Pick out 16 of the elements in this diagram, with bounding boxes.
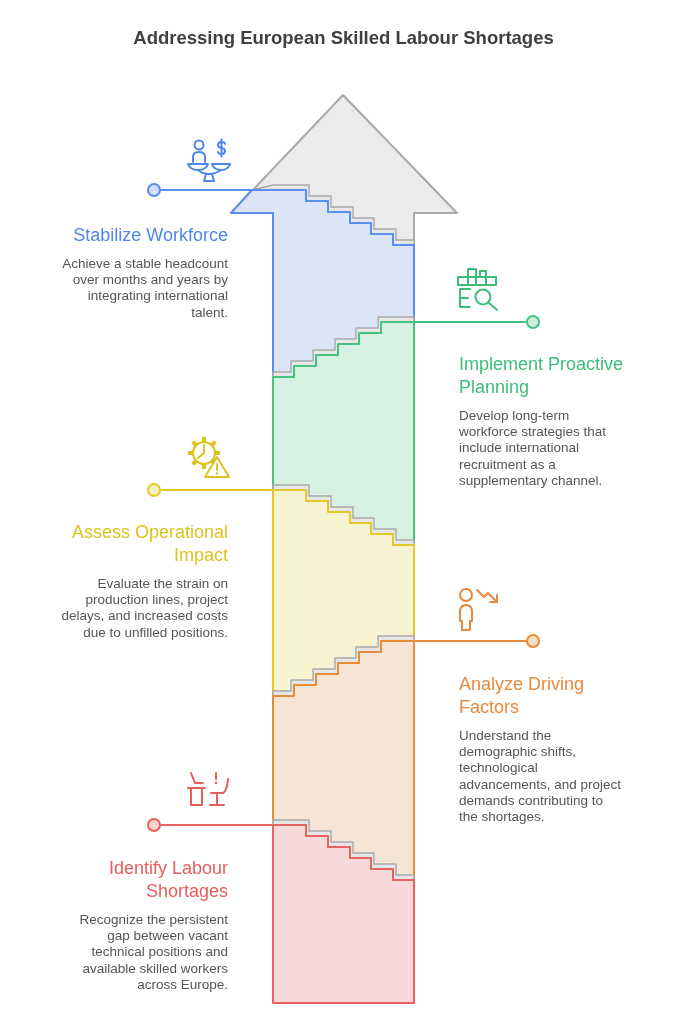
step-description: Achieve a stable headcount over months and years by integrating international talent. xyxy=(61,256,228,321)
step-description: Develop long-term workforce strategies that include international recruitment as a supplementary channel. xyxy=(459,408,608,489)
leader-line xyxy=(413,634,540,648)
leader-line xyxy=(147,183,253,197)
leader-line xyxy=(147,818,274,832)
stair-segment xyxy=(272,819,415,1004)
step-description: Evaluate the strain on production lines, project delays, and increased costs due to unfilled positions. xyxy=(60,576,228,641)
step-description: Understand the demographic shifts, technological advancements, and project demands contributing to the shortages. xyxy=(459,728,623,826)
step-heading: Implement Proactive Planning xyxy=(459,353,625,399)
step-heading: Identify Labour Shortages xyxy=(107,857,228,903)
diagram-title: Addressing European Skilled Labour Shortages xyxy=(132,27,555,49)
step-heading: Assess Operational Impact xyxy=(70,521,228,567)
step-heading: Analyze Driving Factors xyxy=(459,673,586,719)
step-description: Recognize the persistent gap between vacant technical positions and available skilled workers across Europe. xyxy=(78,912,228,993)
leader-line xyxy=(413,315,540,329)
step-heading: Stabilize Workforce xyxy=(72,224,228,247)
